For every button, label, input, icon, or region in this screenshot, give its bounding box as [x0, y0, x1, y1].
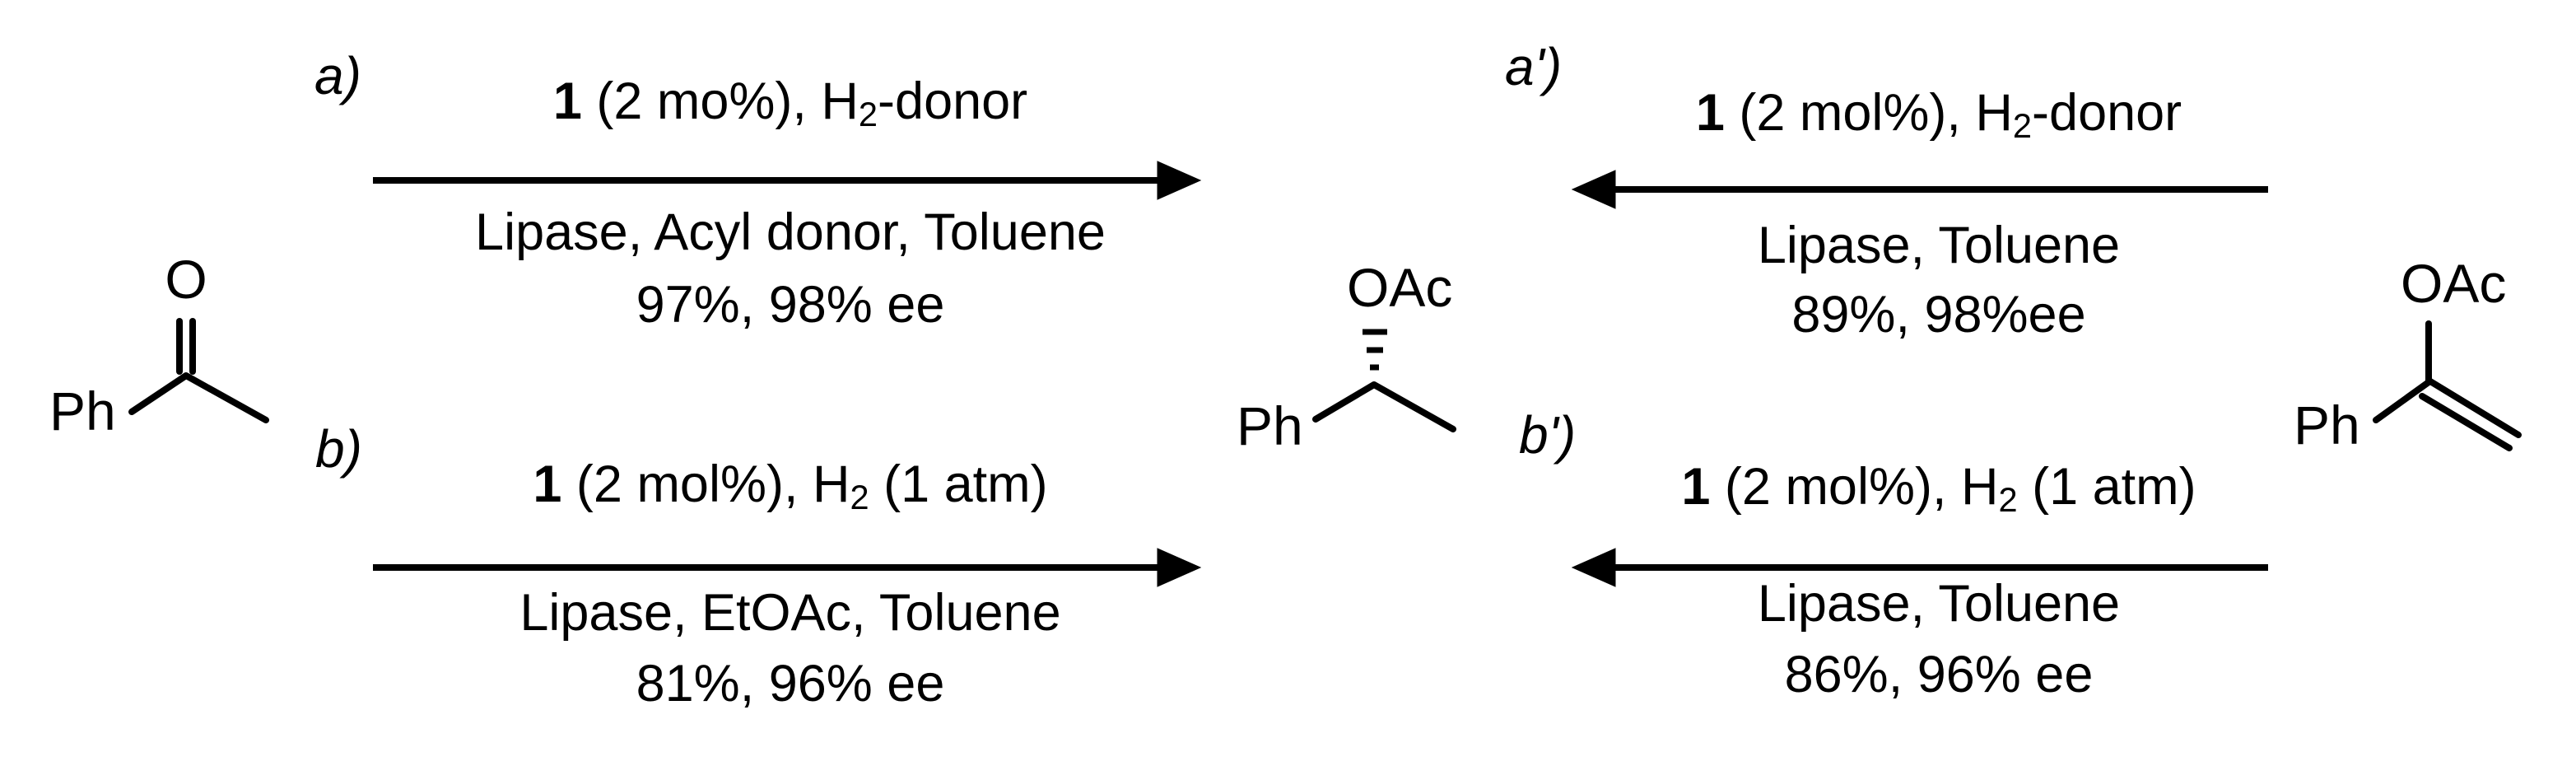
reaction-a-prime-label: a') — [1505, 37, 1563, 96]
reaction-b-label: b) — [315, 419, 362, 479]
reaction-a-label: a) — [314, 46, 361, 105]
reaction-b-yield-line: 81%, 96% ee — [636, 655, 945, 712]
reaction-b-conditions-line: Lipase, EtOAc, Toluene — [519, 584, 1061, 642]
bond-ph-c-methyl — [1312, 381, 1456, 432]
enol-acetate-structure-bonds — [2373, 320, 2522, 451]
reaction-a-prime-conditions-line: Lipase, Toluene — [1757, 217, 2121, 274]
arrow-left-head-icon — [1571, 170, 1616, 209]
vinyl-double-bond-1 — [2427, 378, 2522, 438]
h2-subscript: 2 — [850, 478, 869, 517]
reaction-a-yield-line: 97%, 98% ee — [636, 276, 945, 334]
h2-subscript: 2 — [1998, 480, 2018, 520]
product-structure-bonds — [1312, 329, 1456, 432]
product-phenyl-label: Ph — [1237, 395, 1303, 456]
catalyst-number: 1 — [1681, 458, 1711, 516]
reaction-b-prime-catalyst-line: 1 (2 mol%), H2 (1 atm) — [1601, 458, 2276, 517]
reaction-a-catalyst-line: 1 (2 mo%), H2-donor — [375, 76, 1206, 132]
hashed-wedge-bond — [1363, 329, 1387, 371]
enol-acetate-oac-label: OAc — [2401, 253, 2507, 314]
reaction-arrow-a — [373, 161, 1202, 200]
ketone-structure-bonds — [128, 318, 269, 423]
catalyst-text: (2 mo%), H — [581, 72, 859, 130]
catalyst-number: 1 — [552, 72, 582, 130]
arrow-right-head-icon — [1157, 548, 1202, 587]
catalyst-text-after: (1 atm) — [869, 455, 1048, 513]
ketone-phenyl-label: Ph — [49, 381, 116, 441]
reaction-arrow-a-prime — [1571, 170, 2268, 209]
reaction-a-prime-catalyst-line: 1 (2 mol%), H2-donor — [1601, 84, 2276, 143]
reaction-arrow-b-prime — [1571, 548, 2268, 587]
bond-ph-c-methyl — [128, 372, 269, 423]
reaction-b-catalyst-line: 1 (2 mol%), H2 (1 atm) — [375, 459, 1206, 515]
bond-ph-c — [2373, 379, 2432, 423]
reaction-arrow-b — [373, 548, 1202, 587]
product-oac-label: OAc — [1347, 257, 1453, 318]
catalyst-text-after: -donor — [2032, 84, 2182, 142]
catalyst-text-after: (1 atm) — [2017, 458, 2196, 516]
reaction-a-prime-yield-line: 89%, 98%ee — [1791, 286, 2086, 343]
catalyst-number: 1 — [1695, 84, 1725, 142]
reaction-b-prime-conditions-line: Lipase, Toluene — [1757, 575, 2121, 633]
catalyst-text: (2 mol%), H — [1724, 84, 2013, 142]
enol-acetate-phenyl-label: Ph — [2294, 395, 2360, 455]
catalyst-text: (2 mol%), H — [1710, 458, 1999, 516]
catalyst-text-after: -donor — [878, 72, 1028, 130]
arrow-right-head-icon — [1157, 161, 1202, 200]
catalyst-text: (2 mol%), H — [561, 455, 850, 513]
ketone-oxygen-label: O — [165, 249, 207, 310]
vinyl-double-bond-2 — [2419, 393, 2513, 451]
reaction-a-conditions-line: Lipase, Acyl donor, Toluene — [475, 203, 1106, 261]
catalyst-number: 1 — [533, 455, 562, 513]
h2-subscript: 2 — [858, 95, 878, 134]
reaction-b-prime-label: b') — [1519, 405, 1577, 465]
arrow-left-head-icon — [1571, 548, 1616, 587]
h2-subscript: 2 — [2012, 106, 2033, 146]
reaction-b-prime-yield-line: 86%, 96% ee — [1784, 646, 2094, 703]
